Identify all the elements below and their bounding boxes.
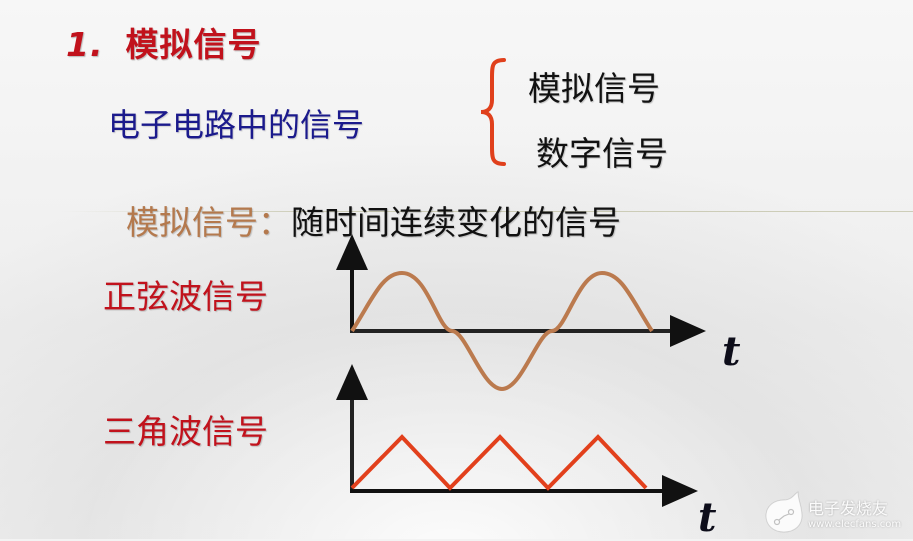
curly-brace-icon — [480, 58, 506, 166]
triangle-wave-line — [350, 434, 648, 491]
elecfans-watermark: 电子发烧友 www.elecfans.com — [764, 490, 901, 534]
triangle-time-axis-label: t — [698, 494, 717, 541]
slide-title: 1. 模拟信号 — [66, 18, 262, 66]
watermark-url: www.elecfans.com — [808, 518, 902, 530]
triangle-wave-label: 三角波信号 — [103, 412, 268, 451]
elecfans-logo-icon — [765, 491, 803, 533]
sine-time-axis-label: t — [722, 328, 741, 375]
watermark-site-name: 电子发烧友 — [808, 498, 889, 518]
circuit-signals-label: 电子电路中的信号 — [108, 106, 365, 144]
branch-digital-signal: 数字信号 — [536, 134, 668, 173]
divider-line — [60, 211, 913, 212]
sine-wave-curve — [350, 271, 654, 391]
title-number: 1. — [66, 25, 104, 64]
sine-wave-label: 正弦波信号 — [103, 277, 268, 316]
branch-analog-signal: 模拟信号 — [528, 69, 660, 108]
definition-term: 模拟信号： — [126, 203, 291, 242]
title-text: 模拟信号 — [125, 25, 262, 64]
